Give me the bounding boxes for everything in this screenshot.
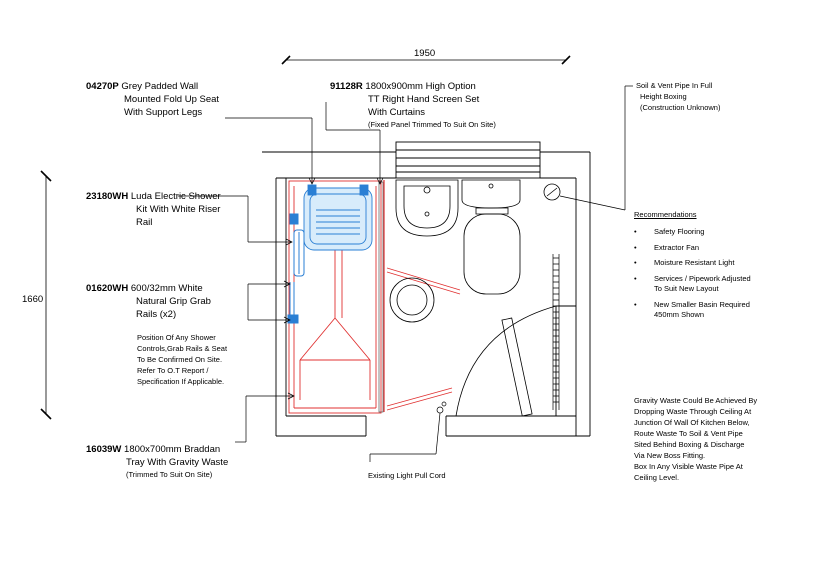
rails-line-2: Natural Grip Grab [136,296,211,307]
basin [395,179,459,237]
shower-callout: 23180WH Luda Electric Shower Kit With Wh… [86,190,221,229]
leader-lines [178,85,633,462]
screen-line-3: With Curtains [368,107,426,118]
gravity-waste-note: Gravity Waste Could Be Achieved By Dropp… [634,395,757,483]
height-label: 1660 [22,294,44,305]
width-label: 1950 [414,48,436,59]
screen-line-1: 1800x900mm High Option [365,81,476,92]
gravity-note-line: Box In Any Visible Waste Pipe At [634,462,743,471]
tray-line-2: Tray With Gravity Waste [126,457,229,468]
shower-kit [287,213,305,324]
tray-line-1: 1800x700mm Braddan [124,444,221,455]
seat-line-3: With Support Legs [124,107,203,118]
door [455,305,557,417]
recommendations-title: Recommendations [634,210,697,219]
gravity-note-line: Route Waste To Soil & Vent Pipe [634,429,743,438]
tray-code: 16039W [86,444,122,455]
gravity-note-line: Dropping Waste Through Ceiling At [634,407,752,416]
rails-line-3: Rails (x2) [136,309,177,320]
soil-pipe-line: Soil & Vent Pipe In Full [636,81,713,90]
fold-up-seat [303,184,373,251]
screen-note: (Fixed Panel Trimmed To Suit On Site) [368,120,496,129]
recommendation-item: New Smaller Basin Required 450mm Shown [634,300,751,321]
position-note-line: Position Of Any Shower [137,333,216,342]
width-dimension [281,55,571,65]
gravity-note-line: Gravity Waste Could Be Achieved By [634,396,758,405]
recommendation-item: Safety Flooring [634,227,751,238]
toilet [461,179,521,295]
shower-line-1: Luda Electric Shower [130,191,221,202]
seat-code: 04270P [86,81,119,92]
position-note-line: Controls,Grab Rails & Seat [137,344,228,353]
radiator [552,254,560,410]
room-walls [262,141,591,437]
soil-pipe-line: Height Boxing [640,92,687,101]
recommendations-list: Safety Flooring Extractor Fan Moisture R… [634,227,751,326]
position-note: Position Of Any Shower Controls,Grab Rai… [137,332,227,387]
seat-line-2: Mounted Fold Up Seat [124,94,220,105]
shower-line-2: Kit With White Riser [136,204,221,215]
gravity-note-line: Sited Behind Boxing & Discharge [634,440,745,449]
position-note-line: Refer To O.T Report / [137,366,209,375]
rails-code: 01620WH [86,283,129,294]
screen-callout: 91128R 1800x900mm High Option TT Right H… [330,80,496,130]
light-pull-cord [436,401,447,414]
position-note-line: Specification If Applicable. [137,377,225,386]
soil-pipe-line: (Construction Unknown) [640,103,721,112]
screen-code: 91128R [330,81,363,92]
rails-line-1: 600/32mm White [130,283,203,294]
screen-line-2: TT Right Hand Screen Set [368,94,480,105]
soil-vent-pipe [543,183,561,201]
shower-line-3: Rail [136,217,153,228]
gravity-note-line: Ceiling Level. [634,473,680,482]
light-cord-label: Existing Light Pull Cord [368,471,446,480]
gravity-note-line: Via New Boss Fitting. [634,451,706,460]
seat-callout: 04270P Grey Padded Wall Mounted Fold Up … [86,80,219,119]
rails-callout: 01620WH 600/32mm White Natural Grip Grab… [86,282,211,321]
recommendation-item: Extractor Fan [634,243,751,254]
height-dimension [40,170,52,420]
tray-note: (Trimmed To Suit On Site) [126,470,213,479]
position-note-line: To Be Confirmed On Site. [137,355,223,364]
shower-code: 23180WH [86,191,129,202]
gravity-note-line: Junction Of Wall Of Kitchen Below, [634,418,750,427]
recommendation-item: Services / Pipework Adjusted To Suit New… [634,274,751,295]
floor-gully [389,277,435,323]
tray-callout: 16039W 1800x700mm Braddan Tray With Grav… [86,443,228,480]
seat-line-1: Grey Padded Wall [121,81,199,92]
recommendation-item: Moisture Resistant Light [634,258,751,269]
soil-pipe-callout: Soil & Vent Pipe In Full Height Boxing (… [636,80,720,113]
